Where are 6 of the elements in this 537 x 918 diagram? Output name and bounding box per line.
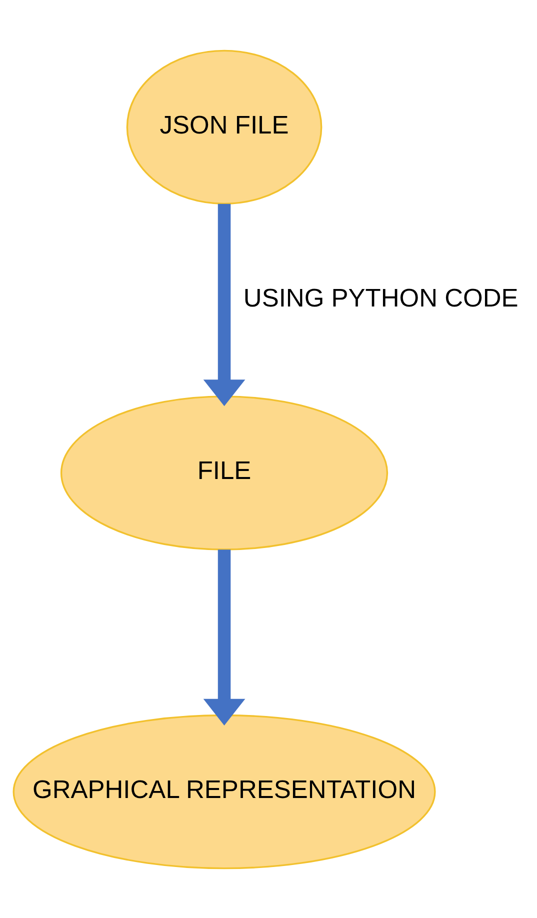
node-ellipse: GRAPHICAL REPRESENTATION [12,714,436,869]
arrow [203,203,246,406]
arrow [203,549,246,725]
node-ellipse: FILE [60,395,388,550]
edge-label: USING PYTHON CODE [243,284,518,312]
node-ellipse: JSON FILE [126,49,322,204]
